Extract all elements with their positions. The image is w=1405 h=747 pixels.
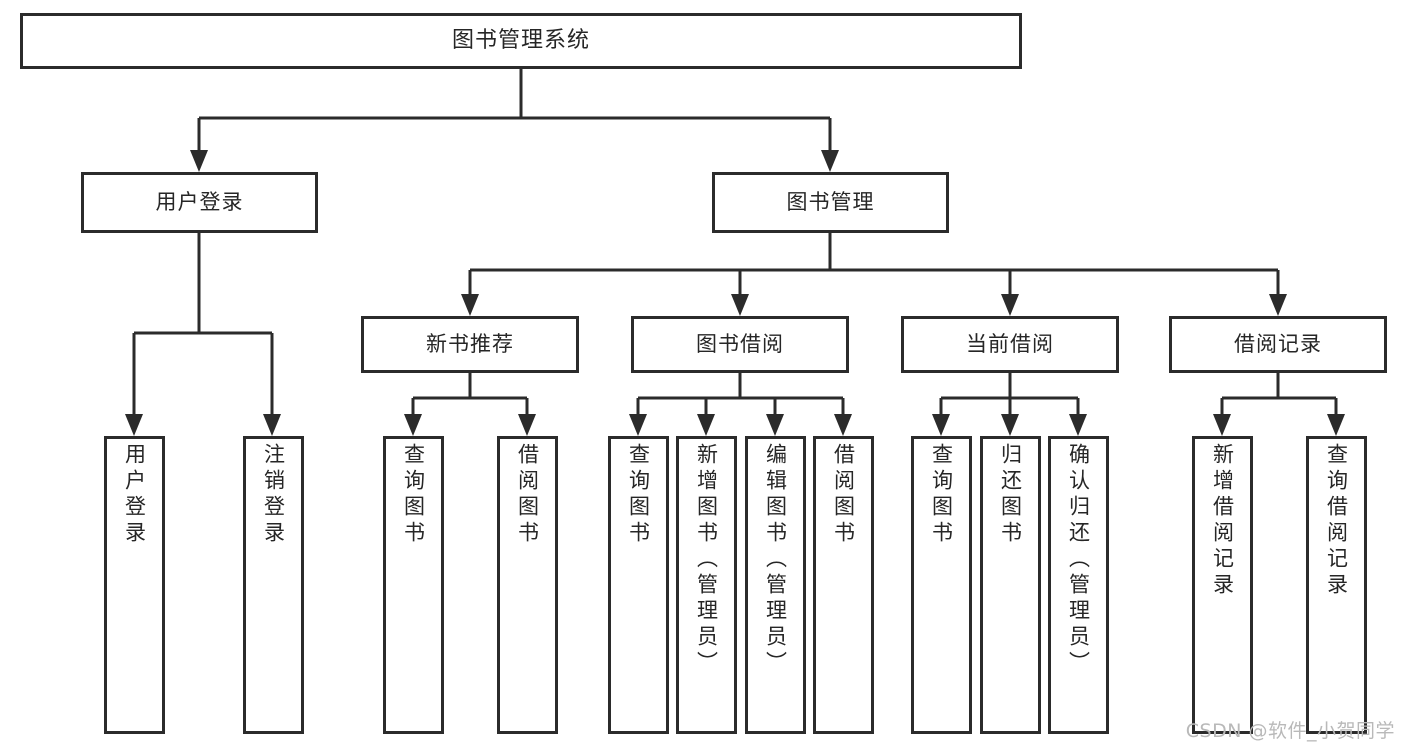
leaf-borrow-book[interactable]: 借阅图书 — [813, 436, 874, 734]
node-label: 图书管理系统 — [451, 28, 590, 54]
node-label: 用户登录 — [155, 190, 244, 215]
leaf-query-book-current[interactable]: 查询图书 — [911, 436, 972, 734]
node-label: 编辑图书（管理员） — [763, 443, 788, 677]
node-label: 确认归还（管理员） — [1066, 443, 1091, 677]
node-label: 借阅记录 — [1234, 332, 1322, 357]
node-root-book-management-system[interactable]: 图书管理系统 — [20, 13, 1022, 69]
leaf-return-book[interactable]: 归还图书 — [980, 436, 1041, 734]
node-label: 当前借阅 — [966, 332, 1054, 357]
node-book-borrow[interactable]: 图书借阅 — [631, 316, 849, 373]
node-label: 注销登录 — [261, 443, 286, 547]
leaf-edit-book-admin[interactable]: 编辑图书（管理员） — [745, 436, 806, 734]
node-borrow-record[interactable]: 借阅记录 — [1169, 316, 1387, 373]
node-current-borrow[interactable]: 当前借阅 — [901, 316, 1119, 373]
node-label: 归还图书 — [998, 443, 1023, 547]
node-label: 借阅图书 — [515, 443, 540, 547]
node-book-management[interactable]: 图书管理 — [712, 172, 949, 233]
node-label: 用户登录 — [122, 443, 147, 547]
leaf-query-book-borrow[interactable]: 查询图书 — [608, 436, 669, 734]
leaf-borrow-book-recommend[interactable]: 借阅图书 — [497, 436, 558, 734]
leaf-add-book-admin[interactable]: 新增图书（管理员） — [676, 436, 737, 734]
leaf-logout[interactable]: 注销登录 — [243, 436, 304, 734]
node-label: 查询图书 — [401, 443, 426, 547]
leaf-user-login[interactable]: 用户登录 — [104, 436, 165, 734]
node-label: 借阅图书 — [831, 443, 856, 547]
node-label: 新增借阅记录 — [1210, 443, 1235, 599]
node-label: 图书管理 — [786, 190, 875, 215]
node-label: 新增图书（管理员） — [694, 443, 719, 677]
node-label: 新书推荐 — [426, 332, 514, 357]
leaf-add-borrow-record[interactable]: 新增借阅记录 — [1192, 436, 1253, 734]
leaf-query-borrow-record[interactable]: 查询借阅记录 — [1306, 436, 1367, 734]
node-label: 图书借阅 — [696, 332, 784, 357]
watermark-text: CSDN @软件_小贺同学 — [1185, 720, 1395, 742]
node-label: 查询借阅记录 — [1324, 443, 1349, 599]
node-label: 查询图书 — [929, 443, 954, 547]
node-new-book-recommendation[interactable]: 新书推荐 — [361, 316, 579, 373]
node-label: 查询图书 — [626, 443, 651, 547]
leaf-confirm-return-admin[interactable]: 确认归还（管理员） — [1048, 436, 1109, 734]
node-user-login[interactable]: 用户登录 — [81, 172, 318, 233]
leaf-query-book-recommend[interactable]: 查询图书 — [383, 436, 444, 734]
